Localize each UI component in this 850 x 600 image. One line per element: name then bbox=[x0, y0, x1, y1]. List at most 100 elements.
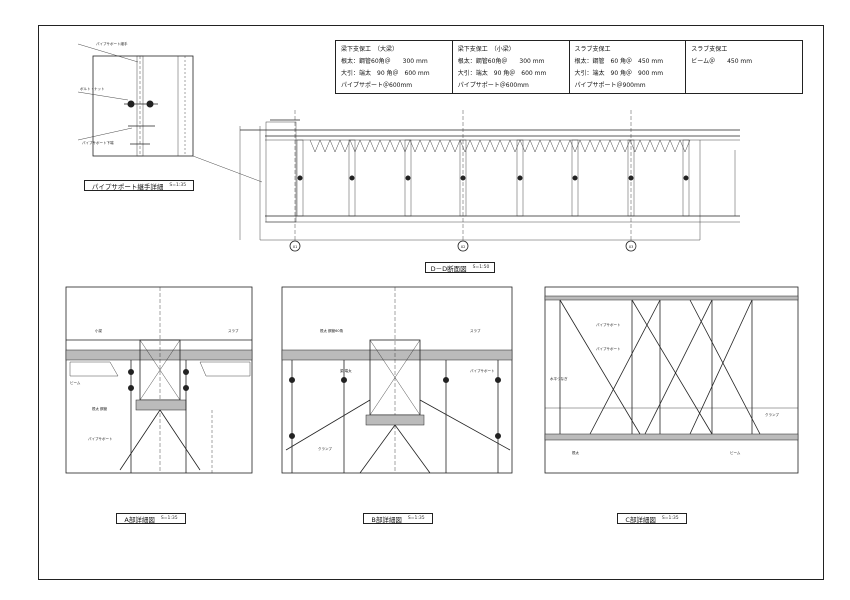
spec-col-3: スラブ支保工 根太：鋼管 60 角＠ 450 mm 大引：端太 90 角＠ 90… bbox=[568, 41, 686, 93]
svg-text:スラブ: スラブ bbox=[228, 328, 239, 333]
spec-title: 梁下支保工 （大梁） bbox=[341, 46, 399, 53]
truss-web bbox=[439, 139, 451, 153]
svg-text:小梁: 小梁 bbox=[95, 328, 102, 333]
spec-title: 梁下支保工 （小梁） bbox=[457, 46, 515, 53]
truss-web bbox=[499, 139, 511, 153]
spec-row: 大引：端太 90 角＠ 900 mm bbox=[574, 70, 664, 77]
spec-row: 大引：端太 90 角＠ 600 mm bbox=[341, 70, 430, 77]
truss-web bbox=[429, 139, 441, 153]
label-scale: S=1:35 bbox=[661, 516, 679, 521]
truss-web bbox=[519, 139, 531, 153]
support-post bbox=[682, 139, 690, 217]
spec-row: パイプサポート＠600mm bbox=[341, 82, 413, 89]
label-scale: S=1:35 bbox=[407, 516, 425, 521]
spec-row: 根太：鋼管60角＠ 300 mm bbox=[341, 58, 428, 65]
truss-web bbox=[549, 139, 561, 153]
truss-web bbox=[559, 139, 571, 153]
truss-web bbox=[579, 139, 591, 153]
label-scale: S=1:50 bbox=[472, 265, 490, 270]
spec-row: パイプサポート＠900mm bbox=[574, 82, 646, 89]
section-dd-drawing: X1 X2 X3 bbox=[239, 110, 740, 252]
label-scale: S=1:35 bbox=[160, 516, 178, 521]
post-clamp bbox=[349, 175, 355, 181]
label-title: D－D断面図 bbox=[430, 264, 467, 273]
support-post bbox=[404, 139, 412, 217]
svg-text:ボルト・ナット: ボルト・ナット bbox=[80, 86, 105, 91]
support-post bbox=[348, 139, 356, 217]
detail-b-label: B部詳細図 S=1:35 bbox=[363, 513, 433, 524]
truss-web bbox=[319, 139, 331, 153]
spec-row: ビーム＠ 450 mm bbox=[691, 58, 753, 65]
svg-text:水平つなぎ: 水平つなぎ bbox=[550, 376, 568, 381]
grid-marker-x1 bbox=[289, 240, 301, 252]
truss-web bbox=[649, 139, 661, 153]
truss-web bbox=[399, 139, 411, 153]
label-title: A部詳細図 bbox=[124, 515, 155, 524]
truss-web bbox=[539, 139, 551, 153]
detail-a-label: A部詳細図 S=1:35 bbox=[116, 513, 186, 524]
svg-text:根太 鋼管: 根太 鋼管 bbox=[92, 406, 108, 411]
truss-web bbox=[419, 139, 431, 153]
truss-web bbox=[529, 139, 541, 153]
svg-text:クランプ: クランプ bbox=[318, 446, 332, 451]
post-clamp bbox=[405, 175, 411, 181]
spec-col-1: 梁下支保工 （大梁） 根太：鋼管60角＠ 300 mm 大引：端太 90 角＠ … bbox=[336, 41, 452, 93]
svg-text:パイプサポート下端: パイプサポート下端 bbox=[82, 140, 114, 145]
truss-web bbox=[599, 139, 611, 153]
truss-web bbox=[609, 139, 621, 153]
detail-b-drawing: 根太 鋼管60角 スラブ 梁 端太 パイプサポート クランプ bbox=[281, 286, 513, 474]
truss-web bbox=[479, 139, 491, 153]
section-dd-label: D－D断面図 S=1:50 bbox=[425, 262, 495, 273]
spec-col-2: 梁下支保工 （小梁） 根太：鋼管60角＠ 300 mm 大引：端太 90 角＠ … bbox=[451, 41, 569, 93]
spec-row: 大引：端太 90 角＠ 600 mm bbox=[457, 70, 547, 77]
svg-text:ビーム: ビーム bbox=[70, 380, 81, 385]
svg-text:パイプサポート継手: パイプサポート継手 bbox=[96, 41, 128, 46]
svg-text:根太 鋼管60角: 根太 鋼管60角 bbox=[320, 328, 344, 333]
spec-col-4: スラブ支保工 ビーム＠ 450 mm bbox=[685, 41, 802, 93]
grid-marker-x3-label: X3 bbox=[629, 245, 634, 249]
detail-c-label: C部詳細図 S=1:35 bbox=[617, 513, 687, 524]
truss-web bbox=[329, 139, 341, 153]
spec-row: パイプサポート＠600mm bbox=[457, 82, 529, 89]
truss-web bbox=[349, 139, 361, 153]
pipe-support-joint-detail-label: パイプサポート継手詳細 S=1:35 bbox=[84, 180, 194, 191]
grid-marker-x2-label: X2 bbox=[461, 245, 466, 249]
truss-web bbox=[589, 139, 601, 153]
truss-web bbox=[369, 139, 381, 153]
truss-web bbox=[339, 139, 351, 153]
truss-web bbox=[389, 139, 401, 153]
spec-table: 梁下支保工 （大梁） 根太：鋼管60角＠ 300 mm 大引：端太 90 角＠ … bbox=[335, 40, 803, 94]
truss-web bbox=[509, 139, 521, 153]
truss-web bbox=[489, 139, 501, 153]
svg-text:クランプ: クランプ bbox=[765, 412, 779, 417]
truss-web bbox=[459, 139, 471, 153]
grid-marker-x1-label: X1 bbox=[293, 245, 298, 249]
support-post bbox=[296, 139, 304, 217]
pipe-support-joint-detail: パイプサポート継手 ボルト・ナット パイプサポート下端 bbox=[77, 41, 263, 183]
svg-text:パイプサポート: パイプサポート bbox=[596, 346, 621, 351]
truss-web bbox=[659, 139, 671, 153]
svg-text:根太: 根太 bbox=[572, 450, 580, 455]
truss-web bbox=[629, 139, 641, 153]
detail-a-drawing: 小梁 スラブ ビーム 根太 鋼管 パイプサポート bbox=[65, 286, 253, 474]
drawing-sheet-border bbox=[38, 25, 824, 580]
svg-text:スラブ: スラブ bbox=[470, 328, 481, 333]
svg-text:パイプサポート: パイプサポート bbox=[596, 322, 621, 327]
svg-text:梁 端太: 梁 端太 bbox=[340, 368, 352, 373]
support-post bbox=[571, 139, 579, 217]
post-clamp bbox=[517, 175, 523, 181]
detail-c-drawing: パイプサポート パイプサポート 水平つなぎ クランプ 根太 ビーム bbox=[544, 286, 799, 474]
truss-web bbox=[619, 139, 631, 153]
spec-row: 根太：鋼管 60 角＠ 450 mm bbox=[574, 58, 664, 65]
label-title: パイプサポート継手詳細 bbox=[91, 182, 164, 191]
truss-web bbox=[639, 139, 651, 153]
svg-text:ビーム: ビーム bbox=[730, 450, 741, 455]
label-scale: S=1:35 bbox=[169, 183, 187, 188]
truss-web bbox=[679, 139, 691, 153]
label-title: B部詳細図 bbox=[371, 515, 402, 524]
truss-web bbox=[309, 139, 321, 153]
label-title: C部詳細図 bbox=[625, 515, 656, 524]
truss-web bbox=[359, 139, 371, 153]
truss-web bbox=[449, 139, 461, 153]
